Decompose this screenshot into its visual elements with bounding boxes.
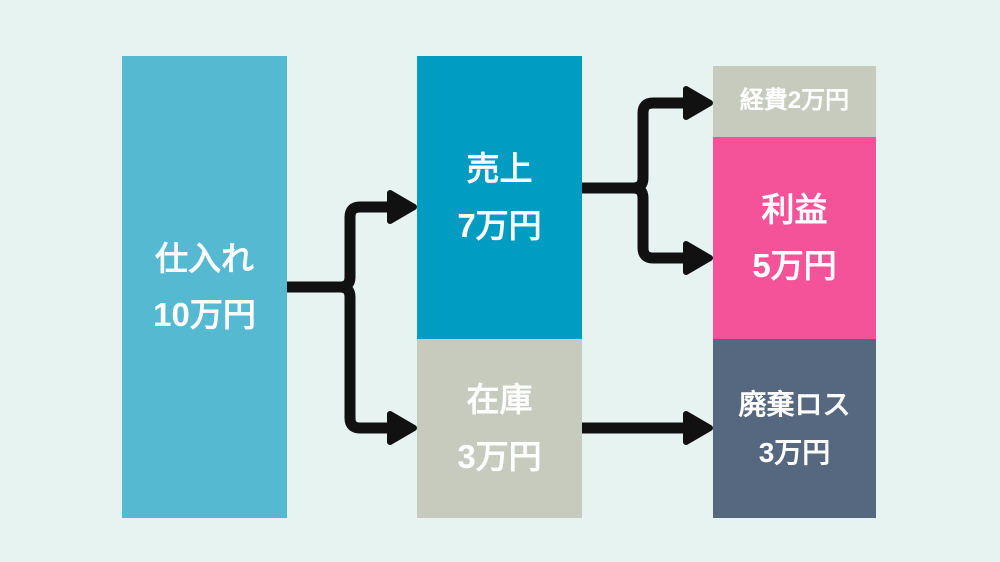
node-rieki-label: 利益 5万円 (752, 182, 836, 294)
arrow-uriage-to-rieki (627, 182, 694, 264)
arrow-shiire-to-uriage (334, 201, 398, 293)
node-zaiko-label: 在庫 3万円 (457, 372, 541, 484)
node-haiki: 廃棄ロス 3万円 (713, 339, 876, 518)
node-shiire-label: 仕入れ 10万円 (153, 231, 256, 343)
arrowhead-to-rieki-icon (683, 241, 713, 275)
arrow-shiire-branch (281, 190, 417, 445)
arrow-zaiko-to-haiki (576, 411, 713, 445)
node-haiki-line2: 3万円 (758, 436, 831, 468)
node-keihi-line1: 経費2万円 (739, 87, 850, 115)
arrowhead-to-haiki-icon (683, 411, 713, 445)
node-shiire-line2: 10万円 (153, 296, 256, 333)
arrowhead-to-keihi-icon (683, 86, 713, 120)
node-shiire: 仕入れ 10万円 (122, 56, 287, 518)
node-uriage-line2: 7万円 (457, 206, 542, 244)
arrowhead-to-zaiko-icon (387, 411, 417, 445)
arrow-uriage-to-keihi (627, 97, 694, 194)
node-zaiko-line1: 在庫 (466, 381, 533, 419)
node-rieki-line2: 5万円 (752, 247, 837, 284)
arrow-uriage-branch (576, 86, 713, 275)
node-keihi-label: 経費2万円 (740, 81, 849, 122)
node-rieki: 利益 5万円 (713, 137, 876, 339)
node-haiki-label: 廃棄ロス 3万円 (738, 381, 850, 476)
node-rieki-line1: 利益 (761, 190, 828, 228)
arrowhead-to-uriage-icon (387, 190, 417, 224)
node-uriage: 売上 7万円 (417, 56, 582, 339)
node-haiki-line1: 廃棄ロス (738, 388, 851, 420)
node-keihi: 経費2万円 (713, 66, 876, 137)
node-uriage-label: 売上 7万円 (457, 141, 541, 253)
node-zaiko-line2: 3万円 (457, 437, 542, 475)
node-uriage-line1: 売上 (466, 150, 533, 188)
node-shiire-line1: 仕入れ (155, 239, 254, 277)
node-zaiko: 在庫 3万円 (417, 339, 582, 518)
arrow-shiire-to-zaiko (334, 281, 398, 434)
